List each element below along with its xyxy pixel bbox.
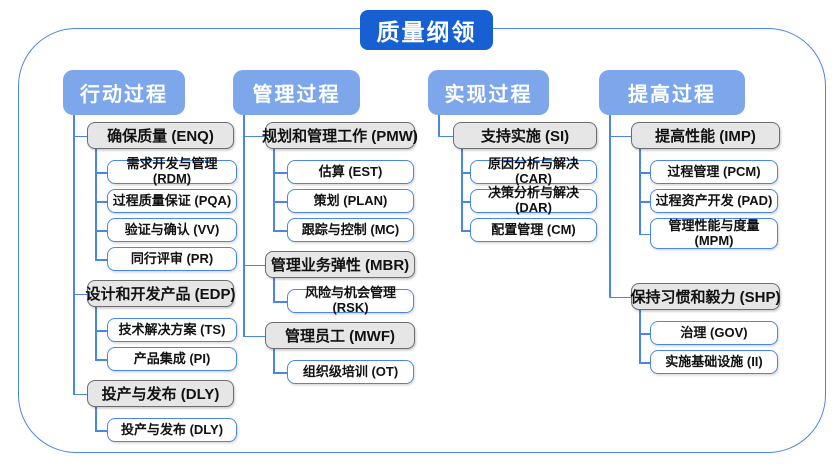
- node-pcm: 过程管理 (PCM): [650, 160, 778, 184]
- connector-line: [95, 172, 107, 174]
- connector-line: [95, 230, 107, 232]
- connector-line: [273, 172, 287, 174]
- connector-line: [609, 135, 631, 137]
- node-mwf: 管理员工 (MWF): [265, 322, 415, 349]
- column-header-1: 行动过程: [63, 70, 185, 115]
- connector-line: [273, 201, 287, 203]
- connector-line: [461, 230, 470, 232]
- node-rdm: 需求开发与管理 (RDM): [107, 156, 237, 186]
- node-mc: 跟踪与控制 (MC): [287, 218, 414, 242]
- node-shp: 保持习惯和毅力 (SHP): [631, 283, 781, 310]
- node-car: 原因分析与解决 (CAR): [470, 156, 597, 186]
- connector-line: [243, 335, 265, 337]
- connector-line: [639, 362, 650, 364]
- connector-line: [243, 135, 265, 137]
- node-ot: 组织级培训 (OT): [287, 360, 414, 384]
- connector-line: [639, 333, 650, 335]
- node-pr: 同行评审 (PR): [107, 247, 237, 271]
- connector-line: [461, 149, 463, 230]
- node-est: 估算 (EST): [287, 160, 414, 184]
- connector-line: [609, 296, 631, 298]
- node-pmw: 规划和管理工作 (PMW): [262, 122, 418, 149]
- column-header-4: 提高过程: [599, 70, 745, 115]
- connector-line: [243, 264, 265, 266]
- node-pi: 产品集成 (PI): [107, 347, 237, 371]
- connector-line: [639, 310, 641, 362]
- column-header-2: 管理过程: [233, 70, 360, 115]
- node-mpm: 管理性能与度量 (MPM): [650, 218, 778, 249]
- connector-line: [73, 393, 87, 395]
- column-header-3: 实现过程: [428, 70, 549, 115]
- connector-line: [461, 201, 470, 203]
- node-imp: 提高性能 (IMP): [631, 122, 780, 149]
- node-dly: 投产与发布 (DLY): [87, 380, 234, 407]
- node-mbr: 管理业务弹性 (MBR): [265, 251, 415, 278]
- connector-line: [438, 115, 440, 136]
- connector-line: [95, 201, 107, 203]
- connector-line: [95, 359, 107, 361]
- node-vv: 验证与确认 (VV): [107, 218, 237, 242]
- connector-line: [639, 172, 650, 174]
- connector-line: [461, 172, 470, 174]
- connector-line: [95, 330, 107, 332]
- node-rsk: 风险与机会管理 (RSK): [287, 285, 414, 315]
- connector-line: [273, 230, 287, 232]
- node-ii: 实施基础设施 (II): [650, 350, 778, 374]
- node-cm: 配置管理 (CM): [470, 218, 597, 242]
- node-plan: 策划 (PLAN): [287, 189, 414, 213]
- connector-line: [95, 407, 97, 430]
- diagram-title: 质量纲领: [360, 10, 493, 50]
- connector-line: [73, 293, 87, 295]
- node-pad: 过程资产开发 (PAD): [650, 189, 778, 213]
- connector-line: [273, 349, 275, 372]
- connector-line: [95, 307, 97, 359]
- connector-line: [273, 278, 275, 301]
- node-dar: 决策分析与解决 (DAR): [470, 185, 597, 215]
- connector-line: [95, 259, 107, 261]
- node-si: 支持实施 (SI): [453, 122, 597, 149]
- node-pqa: 过程质量保证 (PQA): [107, 189, 237, 213]
- connector-line: [95, 149, 97, 259]
- node-dly: 投产与发布 (DLY): [107, 418, 237, 442]
- connector-line: [273, 372, 287, 374]
- node-edp: 设计和开发产品 (EDP): [86, 280, 236, 307]
- node-enq: 确保质量 (ENQ): [87, 122, 234, 149]
- node-ts: 技术解决方案 (TS): [107, 318, 237, 342]
- node-gov: 治理 (GOV): [650, 321, 778, 345]
- connector-line: [73, 115, 75, 394]
- connector-line: [73, 135, 87, 137]
- connector-line: [243, 115, 245, 336]
- connector-line: [273, 301, 287, 303]
- connector-line: [639, 201, 650, 203]
- connector-line: [639, 149, 641, 234]
- connector-line: [609, 115, 611, 297]
- connector-line: [95, 430, 107, 432]
- connector-line: [639, 233, 650, 235]
- connector-line: [273, 149, 275, 230]
- connector-line: [438, 135, 453, 137]
